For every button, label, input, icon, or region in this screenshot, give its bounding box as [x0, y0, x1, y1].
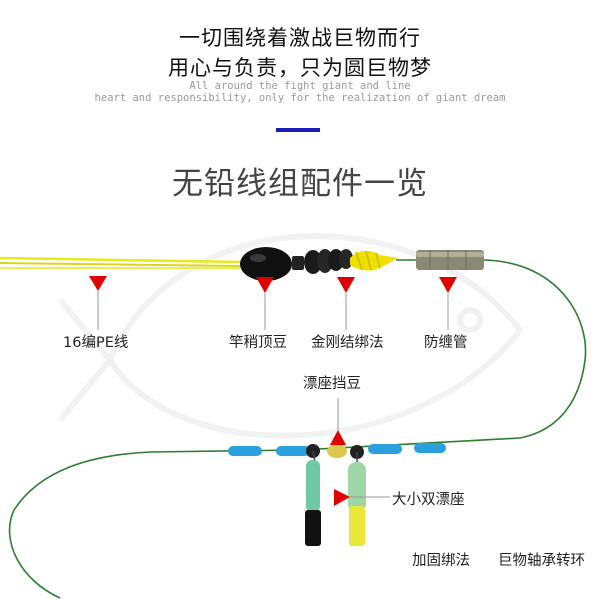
blue-beads: [228, 443, 446, 456]
label-reinforced-tie: 加固绑法: [412, 553, 470, 569]
slogan-line-1: 一切围绕着激战巨物而行: [179, 26, 421, 50]
label-pe-line: 16编PE线: [63, 335, 129, 351]
olive-stopper-bead: [240, 247, 292, 281]
red-markers: [89, 276, 457, 506]
english-line-2: heart and responsibility, only for the r…: [94, 92, 506, 104]
label-stopper-bead: 竿稍顶豆: [229, 335, 287, 351]
label-anti-tangle-tube: 防缠管: [424, 335, 468, 351]
small-float-seat: [305, 444, 321, 546]
pointer-lines: [97, 291, 449, 498]
pe-line: [0, 256, 241, 269]
anti-tangle-tube: [416, 250, 484, 270]
label-float-seats: 大小双漂座: [392, 492, 465, 508]
page-title: 无铅线组配件一览: [172, 166, 428, 202]
slogan-line-2: 用心与负责，只为圆巨物梦: [168, 56, 432, 80]
label-swivel: 巨物轴承转环: [498, 553, 585, 569]
large-float-seat: [348, 445, 366, 546]
float-seat-bead: [327, 444, 347, 458]
fish-watermark: [57, 232, 524, 439]
accent-bar: [276, 128, 320, 132]
yellow-knot: [350, 250, 398, 271]
black-knot: [292, 249, 353, 274]
label-float-seat-bead: 漂座挡豆: [303, 376, 361, 392]
label-knot: 金刚结绑法: [311, 335, 384, 351]
english-line-1: All around the fight giant and line: [189, 80, 411, 92]
